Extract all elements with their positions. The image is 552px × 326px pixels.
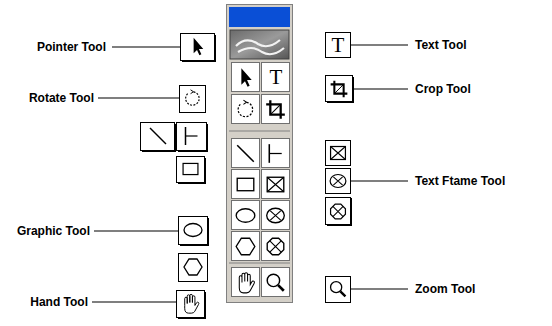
tool-label: Text Tool [415, 38, 467, 52]
tool-label: Graphic Tool [17, 224, 90, 238]
tool-label: Hand Tool [30, 295, 88, 309]
tool-label: Rotate Tool [29, 91, 94, 105]
tool-label: Crop Tool [415, 82, 471, 96]
text-tool-glyph: T [264, 66, 288, 88]
tool-label: Pointer Tool [37, 40, 106, 54]
text-tool-glyph: T [326, 34, 350, 56]
tool-label: Zoom Tool [415, 282, 475, 296]
tool-label: Text Ftame Tool [415, 174, 505, 188]
